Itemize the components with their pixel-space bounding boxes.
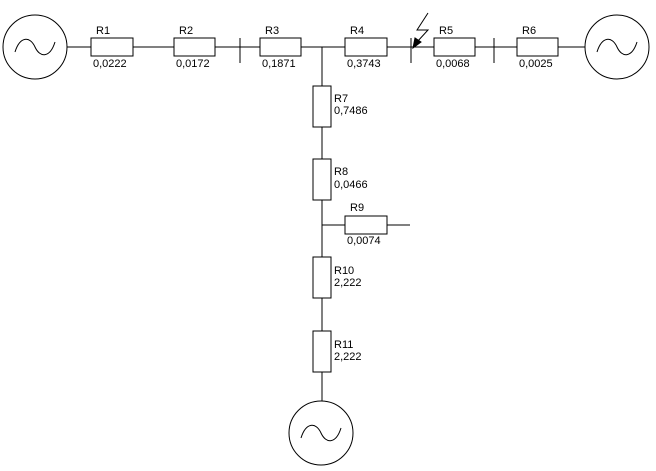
svg-text:R8: R8 bbox=[334, 166, 348, 178]
ac-wave-icon bbox=[596, 38, 638, 56]
svg-text:0,0466: 0,0466 bbox=[334, 179, 368, 191]
svg-text:2,222: 2,222 bbox=[334, 277, 362, 289]
svg-text:R4: R4 bbox=[350, 25, 364, 37]
svg-text:0,0074: 0,0074 bbox=[347, 235, 381, 247]
generator-left bbox=[2, 14, 68, 80]
svg-text:0,7486: 0,7486 bbox=[334, 105, 368, 117]
svg-text:0,0025: 0,0025 bbox=[519, 58, 553, 70]
svg-text:R9: R9 bbox=[350, 202, 364, 214]
resistor-r9: R9 0,0074 bbox=[344, 202, 388, 247]
resistor-r3: R3 0,1871 bbox=[259, 25, 302, 70]
resistor-r8: R8 0,0466 bbox=[312, 158, 368, 201]
resistor-r2: R2 0,0172 bbox=[173, 25, 216, 70]
resistor-r4: R4 0,3743 bbox=[344, 25, 388, 70]
svg-text:0,1871: 0,1871 bbox=[262, 58, 296, 70]
generator-bottom bbox=[288, 400, 354, 466]
ac-wave-icon bbox=[300, 424, 342, 442]
svg-text:R5: R5 bbox=[439, 25, 453, 37]
svg-text:0,3743: 0,3743 bbox=[347, 58, 381, 70]
svg-text:R10: R10 bbox=[334, 265, 354, 277]
resistor-r10: R10 2,222 bbox=[312, 256, 362, 299]
svg-text:0,0068: 0,0068 bbox=[436, 58, 470, 70]
resistor-r1: R1 0,0222 bbox=[90, 25, 134, 70]
fault-lightning-icon bbox=[412, 12, 430, 50]
svg-text:R11: R11 bbox=[334, 339, 353, 351]
resistor-r7: R7 0,7486 bbox=[312, 85, 368, 128]
svg-text:R1: R1 bbox=[96, 25, 110, 37]
svg-text:R7: R7 bbox=[334, 93, 348, 105]
svg-text:R6: R6 bbox=[522, 25, 536, 37]
svg-text:0,0222: 0,0222 bbox=[93, 58, 127, 70]
resistor-r5: R5 0,0068 bbox=[433, 25, 476, 70]
svg-text:0,0172: 0,0172 bbox=[176, 58, 210, 70]
resistor-r6: R6 0,0025 bbox=[516, 25, 559, 70]
svg-text:2,222: 2,222 bbox=[334, 351, 362, 363]
resistor-r11: R11 2,222 bbox=[312, 330, 362, 373]
generator-right bbox=[584, 14, 650, 80]
ac-wave-icon bbox=[14, 38, 56, 56]
svg-text:R3: R3 bbox=[265, 25, 279, 37]
svg-text:R2: R2 bbox=[179, 25, 193, 37]
